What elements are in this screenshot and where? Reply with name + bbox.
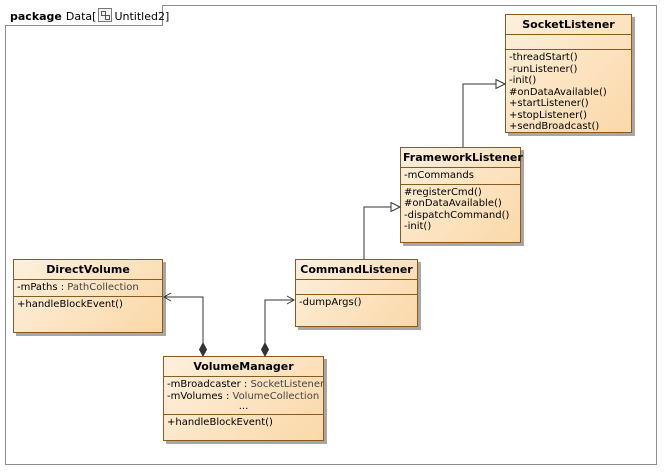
operation: -runListener() — [509, 63, 578, 75]
generalization-line[interactable] — [462, 83, 498, 147]
generalization-arrowhead — [495, 78, 507, 90]
operation: -dumpArgs() — [299, 297, 362, 308]
attributes-compartment: -mPaths : PathCollection — [14, 280, 162, 297]
operations-compartment: -dumpArgs() — [296, 295, 417, 311]
attribute-type: VolumeCollection — [232, 390, 320, 402]
generalization-line[interactable] — [363, 206, 393, 259]
class-command-listener[interactable]: CommandListener -dumpArgs() — [295, 259, 418, 327]
operations-compartment: +handleBlockEvent() — [164, 415, 323, 431]
frame-keyword: package — [10, 10, 62, 23]
operation: +sendBroadcast() — [509, 121, 600, 132]
operations-compartment: +handleBlockEvent() — [14, 297, 162, 313]
class-framework-listener[interactable]: FrameworkListener -mCommands #registerCm… — [400, 147, 523, 243]
operation: +stopListener() — [509, 109, 588, 121]
attribute-name: -mPaths — [17, 282, 58, 293]
operation: -init() — [404, 221, 432, 232]
operation: -threadStart() — [509, 52, 578, 63]
attributes-compartment — [296, 280, 417, 295]
operation: #registerCmd() — [404, 186, 482, 198]
class-name: CommandListener — [296, 260, 417, 280]
composition-diamond — [198, 341, 208, 358]
class-direct-volume[interactable]: DirectVolume -mPaths : PathCollection +h… — [13, 259, 163, 333]
attribute: -mVolumes : VolumeCollection — [167, 390, 320, 402]
attributes-compartment — [506, 35, 631, 50]
attribute-type: PathCollection — [67, 282, 139, 293]
operations-compartment: -threadStart() -runListener() -init() #o… — [506, 50, 631, 135]
navigability-arrow — [162, 292, 172, 302]
operation: +handleBlockEvent() — [17, 298, 123, 310]
attribute-name: -mBroadcaster — [167, 379, 241, 390]
ellipsis: ... — [238, 401, 249, 412]
class-name: DirectVolume — [14, 260, 162, 280]
class-volume-manager[interactable]: VolumeManager -mBroadcaster : SocketList… — [163, 356, 324, 441]
class-name: VolumeManager — [164, 357, 323, 377]
diagram-name: Untitled2 — [114, 10, 165, 23]
class-socket-listener[interactable]: SocketListener -threadStart() -runListen… — [505, 14, 632, 133]
operation: +startListener() — [509, 98, 589, 109]
composition-line[interactable] — [165, 296, 204, 343]
attribute-type: SocketListener — [250, 379, 325, 390]
composition-line[interactable] — [264, 299, 293, 343]
attribute-name: -mVolumes — [167, 390, 223, 402]
attributes-compartment: -mCommands — [401, 168, 520, 185]
attributes-compartment: -mBroadcaster : SocketListener -mVolumes… — [164, 377, 325, 415]
attribute: -mPaths : PathCollection — [17, 282, 139, 293]
attribute: -mBroadcaster : SocketListener — [167, 379, 325, 390]
operation: #onDataAvailable() — [404, 198, 502, 209]
operation: -dispatchCommand() — [404, 209, 510, 221]
operation: -init() — [509, 75, 537, 86]
package-name: Data — [65, 10, 93, 23]
navigability-arrow — [286, 295, 296, 305]
attribute: -mCommands — [404, 170, 474, 181]
class-diagram-icon — [98, 8, 113, 22]
operation: +handleBlockEvent() — [167, 417, 273, 428]
generalization-arrowhead — [390, 201, 402, 213]
operations-compartment: #registerCmd() #onDataAvailable() -dispa… — [401, 185, 520, 235]
class-name: FrameworkListener — [401, 148, 523, 168]
operation: #onDataAvailable() — [509, 86, 607, 98]
composition-diamond — [260, 341, 270, 358]
class-name: SocketListener — [506, 15, 631, 35]
